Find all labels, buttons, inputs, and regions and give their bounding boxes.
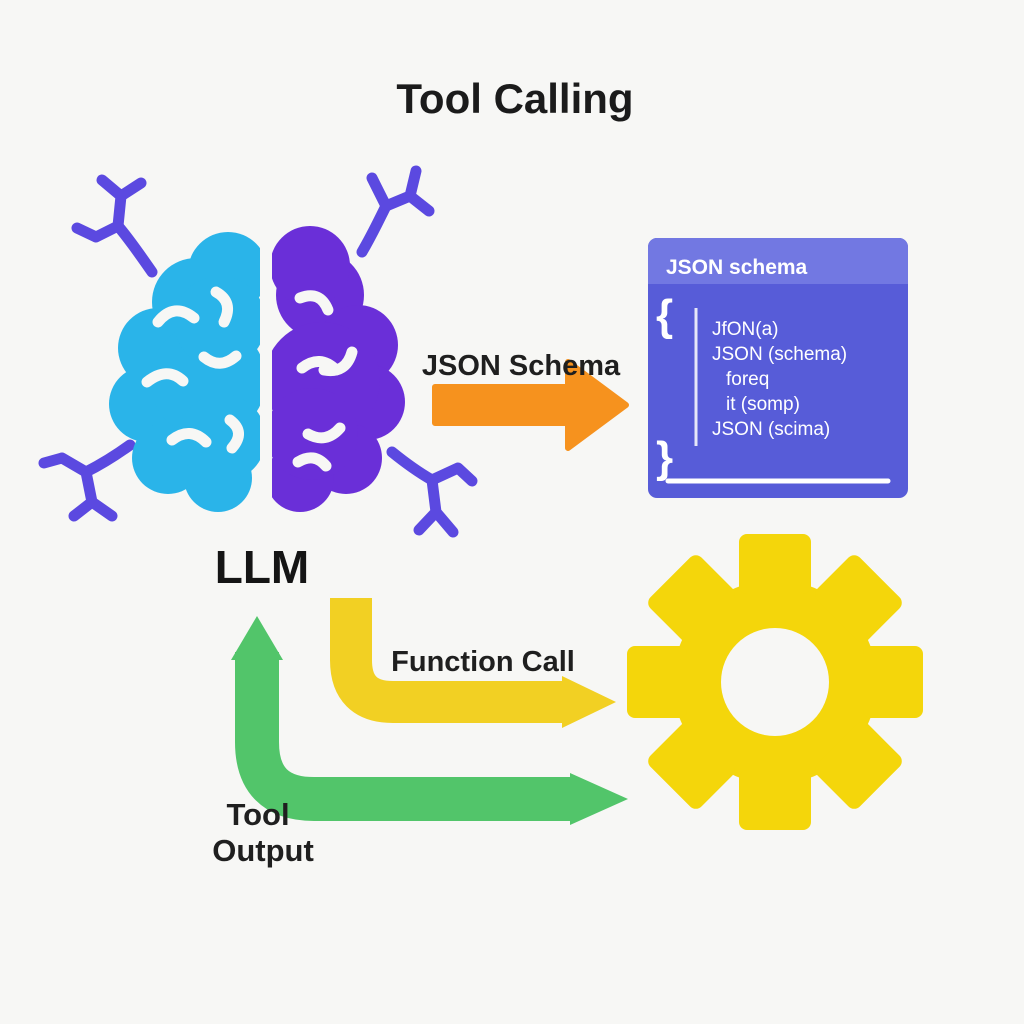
- brain-folds: [141, 286, 358, 472]
- function-call-arrow-shaft: [330, 598, 564, 723]
- brain-center-split: [260, 224, 272, 518]
- panel-header-label: JSON schema: [666, 256, 808, 279]
- json-schema-arrow-label: JSON Schema: [422, 350, 621, 382]
- brain-left-lobe: [109, 232, 268, 512]
- json-schema-arrow: [432, 359, 629, 451]
- diagram-title: Tool Calling: [396, 75, 633, 122]
- function-call-arrowhead: [562, 676, 616, 728]
- llm-label: LLM: [215, 541, 310, 593]
- tool-output-arrow: [231, 616, 628, 825]
- gear-icon: [627, 534, 923, 830]
- json-schema-panel: JSON schema { JfON(a) JSON (schema) fore…: [648, 238, 908, 498]
- tool-output-arrow-shaft: [235, 652, 572, 821]
- gear-hole: [721, 628, 829, 736]
- code-brace-open: {: [656, 291, 673, 340]
- code-line: JSON (scima): [712, 419, 830, 440]
- tool-output-label-line1: Tool: [226, 797, 289, 832]
- code-line: JSON (schema): [712, 344, 847, 365]
- tool-output-arrowhead-right: [570, 773, 628, 825]
- tool-output-label-line2: Output: [212, 833, 314, 868]
- code-line: JfON(a): [712, 319, 779, 340]
- function-call-arrow: [330, 598, 616, 728]
- brain-right-lobe: [264, 226, 405, 512]
- json-schema-arrow-shape: [432, 359, 629, 451]
- tool-output-arrowhead-up: [231, 616, 283, 660]
- panel-header-bar-bottom: [648, 262, 908, 284]
- neural-branches-icon: [38, 165, 478, 538]
- brain-icon: [109, 224, 405, 518]
- code-line: foreq: [726, 369, 769, 390]
- function-call-label: Function Call: [391, 646, 575, 678]
- panel-body: [648, 238, 908, 498]
- code-brace-close: }: [656, 433, 673, 482]
- code-line: it (somp): [726, 394, 800, 415]
